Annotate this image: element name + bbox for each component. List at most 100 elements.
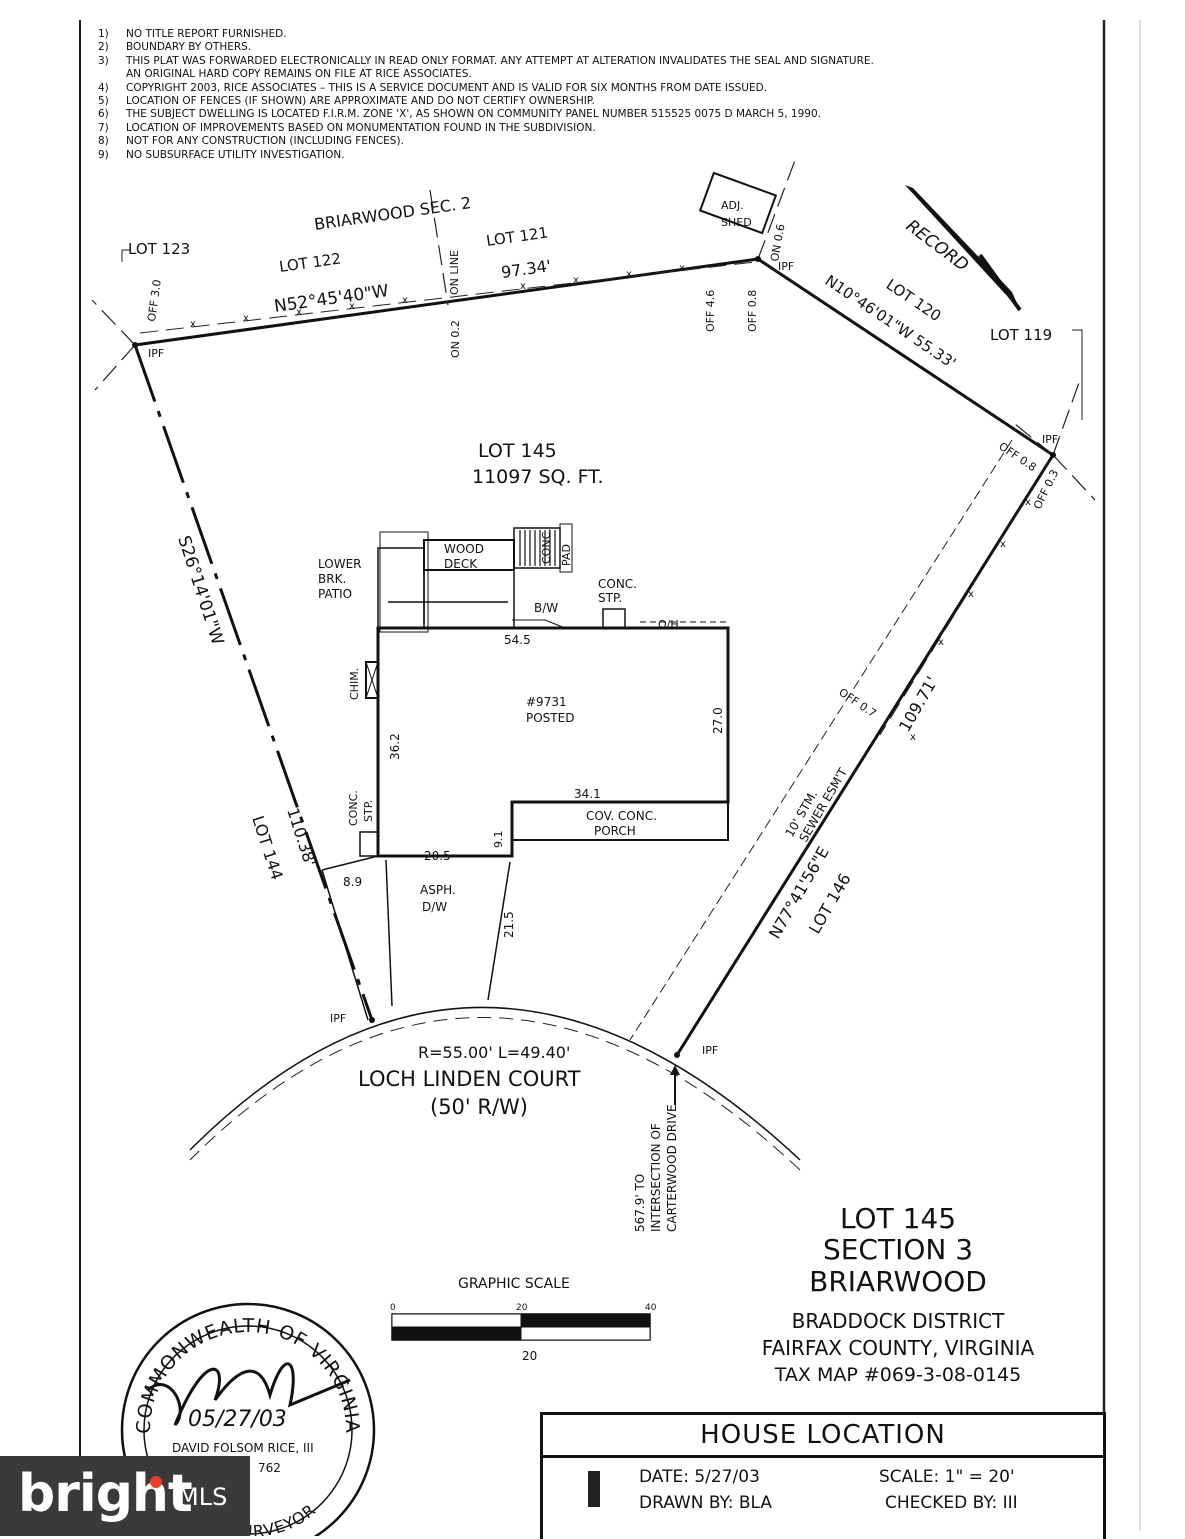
label-area: 11097 SQ. FT. [472,466,604,488]
note-line: 6)THE SUBJECT DWELLING IS LOCATED F.I.R.… [98,108,821,121]
label-oh: O/H [658,618,679,631]
label-to2: INTERSECTION OF [649,1123,663,1232]
court-arc-dashed [189,1017,801,1171]
label-d545: 54.5 [504,633,531,647]
note-line: 3)THIS PLAT WAS FORWARDED ELECTRONICALLY… [98,54,874,67]
label-dist-110: 110.38' [283,805,320,868]
label-asph: ASPH. [420,883,456,897]
scale-unit: 20 [522,1349,537,1363]
label-dist-97: 97.34' [500,256,552,282]
label-street: LOCH LINDEN COURT [358,1067,581,1091]
label-d215: 21.5 [502,911,516,938]
label-house-no: #9731 [526,695,567,709]
title-block-marker [588,1471,600,1507]
ipf-marker [132,342,138,348]
label-dw: D/W [422,900,447,914]
graphic-scale: GRAPHIC SCALE 0 20 40 20 [390,1276,657,1363]
label-lot122: LOT 122 [278,249,342,275]
svg-text:x: x [243,313,249,324]
brand-watermark: bright MLS [0,1456,250,1536]
label-wood: WOOD [444,542,484,556]
label-briarwood-sec: BRIARWOOD SEC. 2 [313,193,473,234]
svg-text:x: x [1000,539,1006,550]
brick-wall [512,619,566,629]
svg-text:x: x [296,307,302,318]
fence-lines [139,261,1051,736]
label-shed: SHED [721,216,752,229]
dimension-lines [388,560,511,1001]
note-line: 8)NOT FOR ANY CONSTRUCTION (INCLUDING FE… [98,135,404,148]
label-lot119: LOT 119 [990,326,1052,344]
note-line: 1)NO TITLE REPORT FURNISHED. [98,28,287,40]
svg-text:x: x [520,281,526,292]
label-adj: ADJ. [721,199,744,212]
driveway [321,855,393,1021]
label-on06: ON 0.6 [768,223,787,263]
label-conc-pad1: CONC. [540,528,553,564]
label-off07: OFF 0.7 [836,686,878,720]
label-rw: (50' R/W) [430,1095,528,1119]
title-subdivision: BRIARWOOD [809,1265,987,1298]
label-conc-stp: CONC. [598,577,637,591]
ipf-marker [674,1052,680,1058]
label-patio: PATIO [318,587,352,601]
scale-tick-0: 0 [390,1303,396,1313]
label-curve: R=55.00' L=49.40' [418,1043,570,1062]
label-bw: B/W [534,601,558,615]
tb-date: DATE: 5/27/03 [639,1467,760,1487]
note-line: 9)NO SUBSURFACE UTILITY INVESTIGATION. [98,148,345,161]
svg-text:x: x [910,732,916,743]
label-bearing-s26: S26°14'01"W [173,533,227,647]
label-d341: 34.1 [574,787,601,801]
label-online: ON LINE [448,250,461,295]
label-ipf: IPF [148,347,164,360]
tb-drawn: DRAWN BY: BLA [639,1493,772,1513]
title-tax-map: TAX MAP #069-3-08-0145 [774,1364,1021,1386]
svg-text:x: x [938,637,944,648]
scale-tick-20: 20 [516,1303,528,1313]
label-to3: CARTERWOOD DRIVE [665,1104,679,1232]
note-line: 7)LOCATION OF IMPROVEMENTS BASED ON MONU… [98,121,596,134]
label-lot121: LOT 121 [485,223,549,249]
svg-text:x: x [626,269,632,280]
label-side-conc: CONC. [347,790,360,826]
sewer-easement-line [629,439,1013,1041]
note-line: 2)BOUNDARY BY OTHERS. [98,41,252,54]
title-district: BRADDOCK DISTRICT [792,1309,1005,1333]
court-arc [189,1006,801,1161]
label-brk: BRK. [318,572,346,586]
svg-text:x: x [1025,497,1031,508]
label-lot144: LOT 144 [248,813,287,882]
label-chim: CHIM. [348,668,361,700]
label-porch: PORCH [594,824,636,838]
title-block-header: HOUSE LOCATION [543,1415,1103,1458]
label-off03: OFF 0.3 [1031,468,1061,512]
label-d91: 9.1 [492,831,505,849]
title-county: FAIRFAX COUNTY, VIRGINIA [762,1336,1035,1360]
record-arrow [905,185,1020,310]
seal-signature-icon [146,1362,351,1427]
ipf-marker [1050,452,1056,458]
svg-text:x: x [190,319,196,330]
deck-stairs [519,530,556,566]
scale-title: GRAPHIC SCALE [458,1276,570,1292]
label-off46: OFF 4.6 [704,290,717,332]
label-lower: LOWER [318,557,362,571]
label-ipf: IPF [702,1044,718,1057]
label-conc-pad2: PAD [560,544,573,566]
label-lot123: LOT 123 [128,240,190,258]
svg-text:x: x [349,301,355,312]
intersection-arrowhead [670,1065,680,1075]
label-d205: 20.5 [424,849,451,863]
label-ipf: IPF [330,1012,346,1025]
adjoining-lot-lines [91,154,1096,501]
label-d270: 27.0 [711,707,725,734]
svg-text:x: x [679,263,685,274]
note-line: 5)LOCATION OF FENCES (IF SHOWN) ARE APPR… [98,95,595,108]
property-boundary [133,257,1055,1056]
svg-text:x: x [402,295,408,306]
tb-checked: CHECKED BY: III [885,1493,1018,1513]
label-d362: 36.2 [388,733,402,760]
label-off30: OFF 3.0 [145,279,164,323]
